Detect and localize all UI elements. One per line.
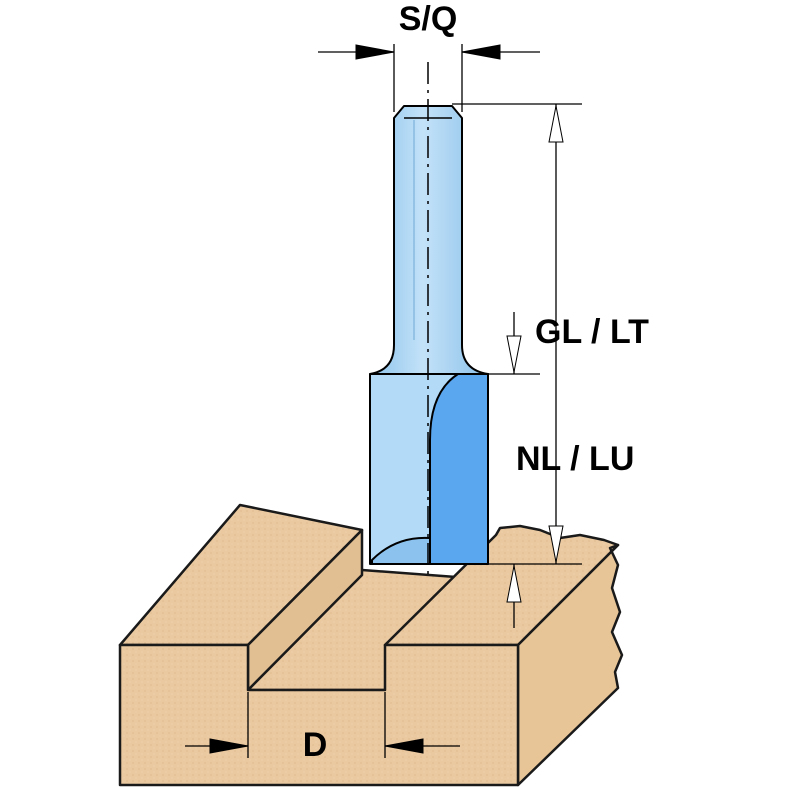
- label-shank-diameter: S/Q: [399, 0, 458, 38]
- nl-arrow-top: [506, 335, 522, 373]
- sq-arrow-right: [461, 44, 501, 60]
- cutter-bottom-curve: [371, 536, 431, 565]
- label-cutting-length: NL / LU: [516, 440, 634, 478]
- gl-arrow-bottom: [548, 525, 564, 563]
- shank: [369, 105, 489, 375]
- dimension-arrows: [209, 44, 564, 754]
- gl-arrow-top: [548, 105, 564, 143]
- d-arrow-left: [209, 738, 249, 754]
- label-cutting-diameter: D: [303, 726, 328, 764]
- d-arrow-right: [384, 738, 424, 754]
- wood-side-face: [516, 543, 624, 787]
- router-bit: [369, 105, 489, 565]
- sq-arrow-left: [355, 44, 395, 60]
- nl-arrow-bottom: [506, 565, 522, 603]
- cutter-flute: [429, 373, 489, 565]
- label-total-length: GL / LT: [535, 313, 649, 351]
